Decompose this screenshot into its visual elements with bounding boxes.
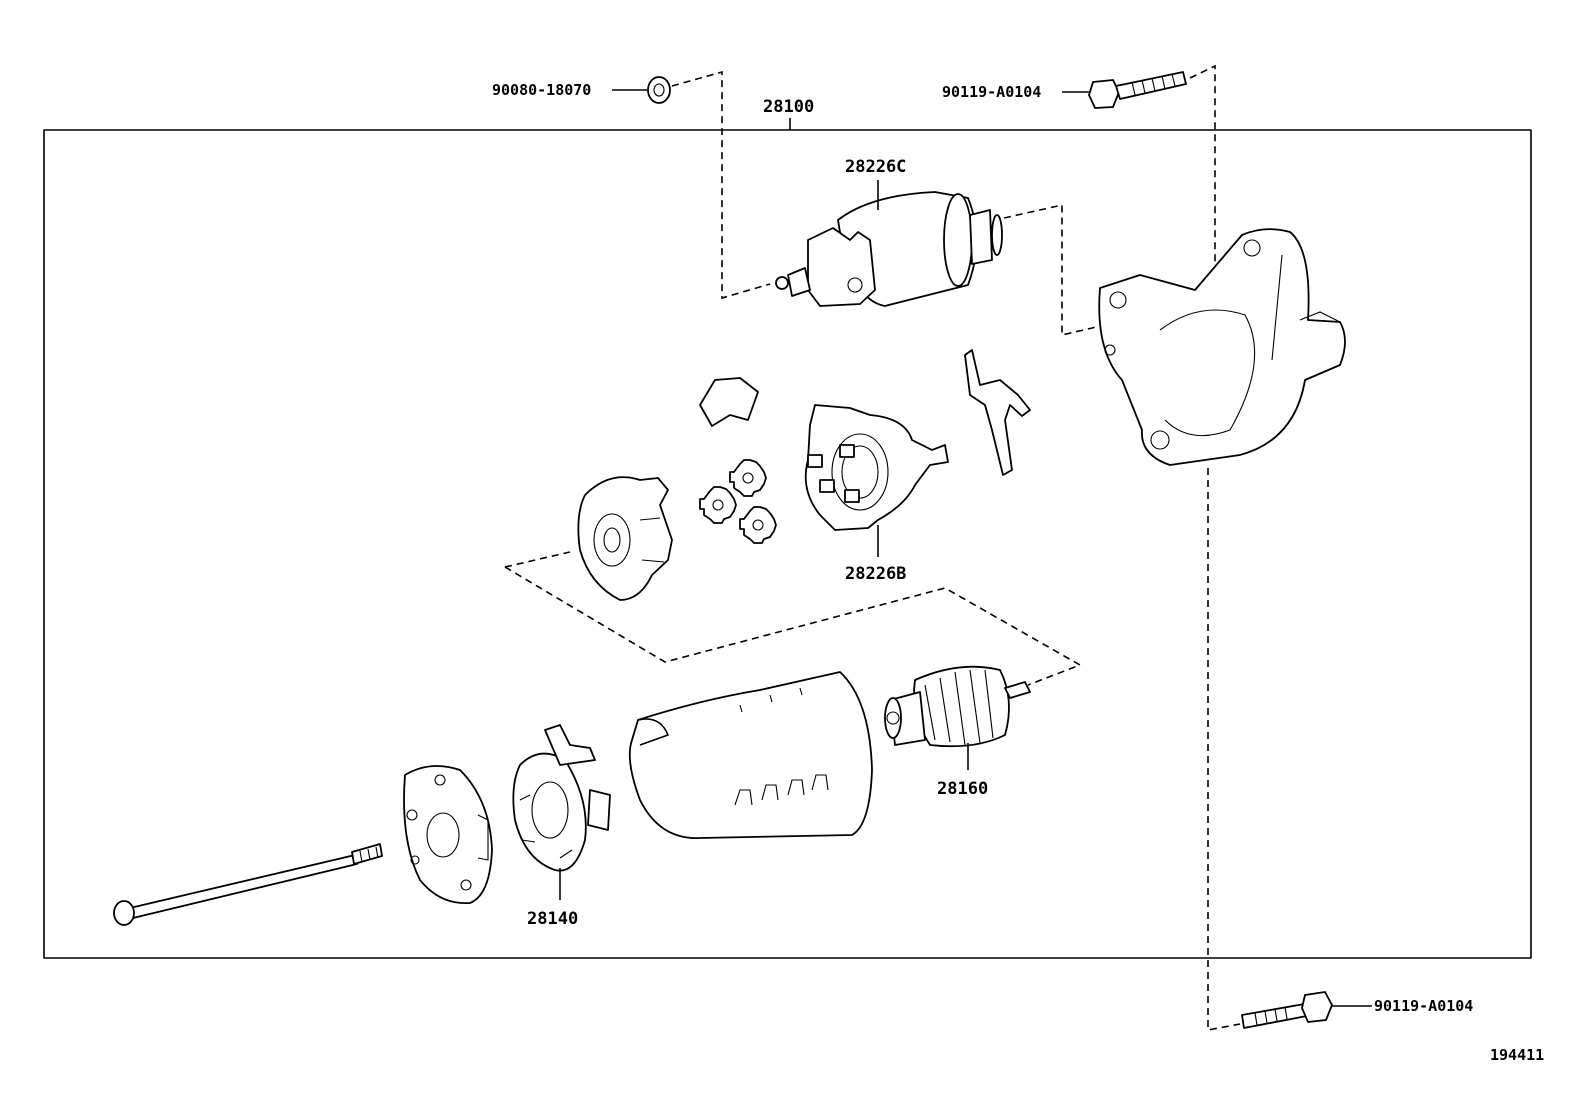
drive-housing-icon [1098,228,1346,466]
solenoid-dashed-path [1003,204,1106,337]
bolt-top-dashed-path [1189,64,1216,262]
end-frame-icon [403,765,493,904]
assembly-frame [43,129,1532,959]
nut-dashed-path [671,70,771,300]
pinion-cover-icon [699,377,759,427]
bolt-bottom-label: 90119-A0104 [1374,997,1473,1015]
lever-icon [964,349,1031,476]
solenoid-label: 28226C [845,157,906,177]
brush-holder-icon [512,724,611,872]
planetary-carrier-label: 28226B [845,564,906,584]
through-bolt-icon [113,843,383,926]
nut-top-label: 90080-18070 [492,81,591,99]
clutch-assembly-icon [804,404,949,531]
bolt-top-label: 90119-A0104 [942,83,1041,101]
nut-icon [647,76,671,104]
solenoid-switch-icon [775,191,1003,307]
armature-label: 28160 [937,779,988,799]
housing-bottom-dashed-path [1207,468,1241,1031]
assembly-label: 28100 [763,97,814,117]
planetary-gear-icon [699,459,777,544]
brush-holder-label: 28140 [527,909,578,929]
bolt-icon [1088,71,1187,109]
figure-number: 194411 [1490,1046,1544,1064]
bolt-bottom-icon [1241,991,1333,1029]
yoke-icon [628,671,873,839]
internal-gear-icon [577,476,673,601]
armature-icon [884,665,1031,748]
gear-dashed-path [504,551,1082,686]
